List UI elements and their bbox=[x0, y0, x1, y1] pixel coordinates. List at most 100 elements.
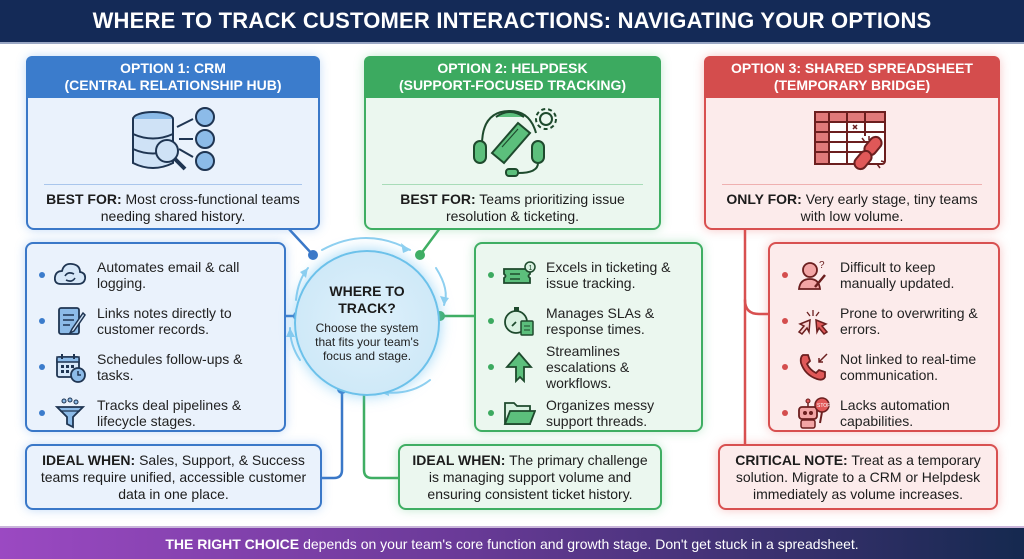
crm-feature-item: Tracks deal pipelines & lifecycle stages… bbox=[35, 390, 276, 436]
helpdesk-option-header: OPTION 2: HELPDESK (SUPPORT-FOCUSED TRAC… bbox=[364, 56, 661, 98]
bullet-dot bbox=[39, 364, 45, 370]
robot-stop-icon: STOP bbox=[796, 396, 830, 430]
crm-top-node bbox=[308, 250, 318, 260]
hub-title: WHERE TO TRACK? bbox=[329, 283, 404, 317]
notepad-pencil-icon bbox=[53, 304, 87, 338]
helpdesk-title-line1: OPTION 2: HELPDESK bbox=[437, 60, 588, 76]
bullet-dot bbox=[39, 318, 45, 324]
crm-feature-text: Automates email & call logging. bbox=[97, 259, 240, 291]
page-title: WHERE TO TRACK CUSTOMER INTERACTIONS: NA… bbox=[0, 0, 1024, 44]
helpdesk-feature-text: Organizes messy support threads. bbox=[546, 397, 655, 429]
crm-title-line2: (CENTRAL RELATIONSHIP HUB) bbox=[64, 77, 282, 93]
spreadsheet-features-connector bbox=[743, 298, 770, 316]
crm-ideal-when-card: IDEAL WHEN: Sales, Support, & Success te… bbox=[25, 444, 322, 510]
helpdesk-top-node bbox=[415, 250, 425, 260]
spreadsheet-option-header: OPTION 3: SHARED SPREADSHEET (TEMPORARY … bbox=[704, 56, 1000, 98]
footer-label: THE RIGHT CHOICE bbox=[165, 535, 300, 552]
helpdesk-feature-item: Manages SLAs & response times. bbox=[484, 298, 693, 344]
folder-icon bbox=[502, 396, 536, 430]
spreadsheet-critical-note-card: CRITICAL NOTE: Treat as a temporary solu… bbox=[718, 444, 998, 510]
helpdesk-note-connector bbox=[362, 387, 400, 480]
crm-features-card: Automates email & call logging. Links no… bbox=[25, 242, 286, 432]
crm-feature-item: Schedules follow-ups & tasks. bbox=[35, 344, 276, 390]
spreadsheet-title-line2: (TEMPORARY BRIDGE) bbox=[773, 77, 931, 93]
bullet-dot bbox=[782, 318, 788, 324]
spreadsheet-drawbacks-card: ? Difficult to keep manually updated. Pr… bbox=[768, 242, 1000, 432]
hub-subtitle: Choose the system that fits your team's … bbox=[315, 321, 419, 363]
helpdesk-feature-item: Streamlines escalations & workflows. bbox=[484, 343, 693, 391]
crm-feature-item: Automates email & call logging. bbox=[35, 252, 276, 298]
spreadsheet-critical-note-text: Treat as a temporary solution. Migrate t… bbox=[735, 451, 981, 502]
database-search-users-icon bbox=[28, 98, 318, 184]
helpdesk-feature-item: 1 Excels in ticketing & issue tracking. bbox=[484, 252, 693, 298]
headset-ticket-gear-icon bbox=[366, 98, 659, 184]
crm-option-card: OPTION 1: CRM (CENTRAL RELATIONSHIP HUB)… bbox=[26, 56, 320, 230]
spreadsheet-only-for-label: ONLY FOR: bbox=[726, 191, 802, 207]
crm-best-for: BEST FOR: Most cross-functional teams ne… bbox=[28, 185, 318, 225]
helpdesk-top-connector bbox=[418, 226, 442, 257]
spreadsheet-drawback-text: Prone to overwriting & errors. bbox=[840, 305, 978, 337]
spreadsheet-only-for-text: Very early stage, tiny teams with low vo… bbox=[800, 191, 978, 224]
helpdesk-divider bbox=[382, 184, 643, 185]
bullet-dot bbox=[782, 272, 788, 278]
spreadsheet-divider bbox=[722, 184, 982, 185]
bullet-dot bbox=[39, 272, 45, 278]
bullet-dot bbox=[488, 410, 494, 416]
hub-title-line1: WHERE TO bbox=[329, 283, 405, 299]
spreadsheet-option-card: OPTION 3: SHARED SPREADSHEET (TEMPORARY … bbox=[704, 56, 1000, 230]
helpdesk-option-card: OPTION 2: HELPDESK (SUPPORT-FOCUSED TRAC… bbox=[364, 56, 661, 230]
calendar-clock-icon bbox=[53, 350, 87, 384]
crm-title-line1: OPTION 1: CRM bbox=[120, 60, 226, 76]
crm-feature-text: Links notes directly to customer records… bbox=[97, 305, 232, 337]
svg-text:?: ? bbox=[819, 260, 825, 271]
conflicting-cursors-icon bbox=[796, 304, 830, 338]
helpdesk-ideal-when-label: IDEAL WHEN: bbox=[412, 451, 506, 468]
hub-arrow-right bbox=[435, 267, 447, 306]
crm-top-connector bbox=[286, 226, 315, 257]
crm-note-connector bbox=[320, 387, 344, 480]
spreadsheet-drawback-text: Lacks automation capabilities. bbox=[840, 397, 950, 429]
crm-option-header: OPTION 1: CRM (CENTRAL RELATIONSHIP HUB) bbox=[26, 56, 320, 98]
page-title-text: WHERE TO TRACK CUSTOMER INTERACTIONS: NA… bbox=[92, 8, 932, 33]
spreadsheet-only-for: ONLY FOR: Very early stage, tiny teams w… bbox=[706, 185, 998, 225]
crm-feature-text: Tracks deal pipelines & lifecycle stages… bbox=[97, 397, 242, 429]
bullet-dot bbox=[488, 272, 494, 278]
helpdesk-feature-item: Organizes messy support threads. bbox=[484, 390, 693, 436]
crm-feature-text: Schedules follow-ups & tasks. bbox=[97, 351, 243, 383]
funnel-icon bbox=[53, 396, 87, 430]
crm-feature-item: Links notes directly to customer records… bbox=[35, 298, 276, 344]
spreadsheet-drawback-item: Prone to overwriting & errors. bbox=[778, 298, 990, 344]
spreadsheet-drawback-item: Not linked to real-time communication. bbox=[778, 344, 990, 390]
helpdesk-feature-text: Manages SLAs & response times. bbox=[546, 305, 655, 337]
bullet-dot bbox=[782, 364, 788, 370]
spreadsheet-drawback-text: Difficult to keep manually updated. bbox=[840, 259, 955, 291]
helpdesk-best-for-label: BEST FOR: bbox=[400, 191, 476, 207]
confused-person-pencil-icon: ? bbox=[796, 258, 830, 292]
spreadsheet-drawback-item: STOP Lacks automation capabilities. bbox=[778, 390, 990, 436]
helpdesk-features-card: 1 Excels in ticketing & issue tracking. … bbox=[474, 242, 703, 432]
ticket-badge-icon: 1 bbox=[502, 258, 536, 292]
cloud-sync-icon bbox=[53, 258, 87, 292]
crm-ideal-when-text: Sales, Support, & Success teams require … bbox=[40, 451, 307, 502]
hub-title-line2: TRACK? bbox=[338, 300, 396, 316]
bullet-dot bbox=[488, 364, 494, 370]
helpdesk-ideal-when-text: The primary challenge is managing suppor… bbox=[427, 451, 648, 502]
hub-arrow-top bbox=[321, 237, 411, 251]
bullet-dot bbox=[782, 410, 788, 416]
stopwatch-clipboard-icon bbox=[502, 304, 536, 338]
svg-text:1: 1 bbox=[529, 265, 533, 272]
bullet-dot bbox=[39, 410, 45, 416]
footer-text: depends on your team's core function and… bbox=[303, 535, 859, 552]
up-arrow-icon bbox=[502, 350, 536, 384]
spreadsheet-title-line1: OPTION 3: SHARED SPREADSHEET bbox=[731, 60, 973, 76]
spreadsheet-drawback-item: ? Difficult to keep manually updated. bbox=[778, 252, 990, 298]
helpdesk-feature-text: Streamlines escalations & workflows. bbox=[546, 343, 630, 391]
helpdesk-best-for: BEST FOR: Teams prioritizing issue resol… bbox=[366, 185, 659, 225]
spreadsheet-critical-note-label: CRITICAL NOTE: bbox=[735, 451, 848, 468]
helpdesk-ideal-when-card: IDEAL WHEN: The primary challenge is man… bbox=[398, 444, 662, 510]
svg-text:STOP: STOP bbox=[817, 403, 830, 409]
helpdesk-feature-text: Excels in ticketing & issue tracking. bbox=[546, 259, 671, 291]
helpdesk-best-for-text: Teams prioritizing issue resolution & ti… bbox=[445, 191, 625, 224]
crm-best-for-label: BEST FOR: bbox=[46, 191, 122, 207]
central-hub: WHERE TO TRACK? Choose the system that f… bbox=[294, 250, 440, 396]
